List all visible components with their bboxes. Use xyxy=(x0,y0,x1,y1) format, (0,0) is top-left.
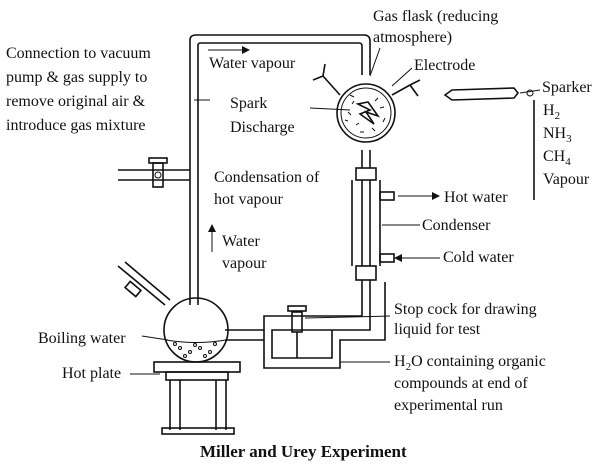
condenser-label: Condenser xyxy=(422,217,491,234)
condensation-label-1: Condensation of xyxy=(214,169,320,186)
water-vapour-up-label-1: Water xyxy=(222,233,260,250)
drain-stopcock xyxy=(287,305,307,358)
hot-water-label: Hot water xyxy=(444,189,508,206)
vacuum-label-2: pump & gas supply to xyxy=(6,69,147,86)
flow-arrows xyxy=(130,46,541,375)
stopcock-label-1: Stop cock for drawing xyxy=(394,301,537,318)
cold-water-label: Cold water xyxy=(443,249,514,266)
water-vapour-top-label: Water vapour xyxy=(209,55,296,72)
h2-label: H2 xyxy=(543,102,560,122)
electrode-label: Electrode xyxy=(414,57,475,74)
h2o-label-3: experimental run xyxy=(394,397,503,414)
gas-flask-label: Gas flask (reducing xyxy=(373,8,498,25)
condenser xyxy=(351,167,395,281)
diagram-caption: Miller and Urey Experiment xyxy=(200,442,407,461)
labels: Gas flask (reducing atmosphere) Connecti… xyxy=(6,8,592,461)
hot-plate-label: Hot plate xyxy=(62,365,121,382)
vacuum-label-4: introduce gas mixture xyxy=(6,117,146,134)
vacuum-label-1: Connection to vacuum xyxy=(6,45,151,62)
vacuum-label-3: remove original air & xyxy=(6,93,146,110)
sparker-icon xyxy=(443,87,534,101)
spark-label-2: Discharge xyxy=(230,119,295,136)
ch4-label: CH4 xyxy=(543,148,571,168)
spark-icon xyxy=(355,101,381,125)
hot-plate xyxy=(153,361,241,435)
sparker-label: Sparker xyxy=(542,79,592,96)
spark-label-1: Spark xyxy=(230,95,267,112)
condensation-label-2: hot vapour xyxy=(214,191,284,208)
stopcock-label-2: liquid for test xyxy=(394,321,481,338)
gas-flask-label-2: atmosphere) xyxy=(373,29,452,46)
electrodes xyxy=(312,63,421,97)
h2o-label-1: H2O containing organic xyxy=(394,353,546,373)
gas-flask xyxy=(336,83,396,143)
apparatus-tubing xyxy=(118,34,386,369)
vapour-label: Vapour xyxy=(543,171,590,188)
vacuum-stopcock xyxy=(148,157,168,188)
boiling-water-label: Boiling water xyxy=(38,330,126,347)
h2o-label-2: compounds at end of xyxy=(394,375,528,392)
boiling-flask xyxy=(117,261,229,363)
water-vapour-up-label-2: vapour xyxy=(222,255,267,272)
nh3-label: NH3 xyxy=(543,125,572,145)
